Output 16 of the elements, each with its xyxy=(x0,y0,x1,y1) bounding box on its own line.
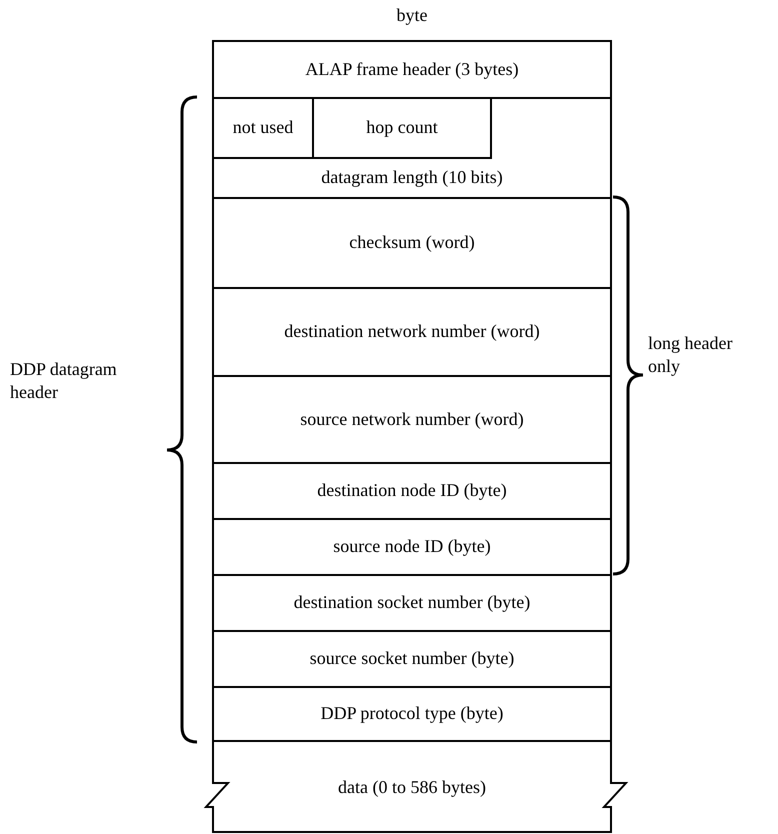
field-cell: datagram length (10 bits) xyxy=(214,159,610,199)
field-cell: destination node ID (byte) xyxy=(214,464,610,520)
field-cell: checksum (word) xyxy=(214,199,610,289)
field-cell: DDP protocol type (byte) xyxy=(214,688,610,740)
label: long header only xyxy=(648,332,734,378)
field-cell: destination network number (word) xyxy=(214,289,610,377)
label: DDP datagram header xyxy=(10,358,118,404)
field-cell: destination socket number (byte) xyxy=(214,576,610,632)
label: byte xyxy=(396,4,428,27)
field-cell: not used xyxy=(214,99,314,159)
field-cell: source node ID (byte) xyxy=(214,520,610,576)
data-field: data (0 to 586 bytes) xyxy=(212,742,612,832)
field-cell: source network number (word) xyxy=(214,377,610,464)
field-cell: hop count xyxy=(314,99,492,159)
field-cell: source socket number (byte) xyxy=(214,632,610,688)
field-cell: ALAP frame header (3 bytes) xyxy=(214,42,610,99)
